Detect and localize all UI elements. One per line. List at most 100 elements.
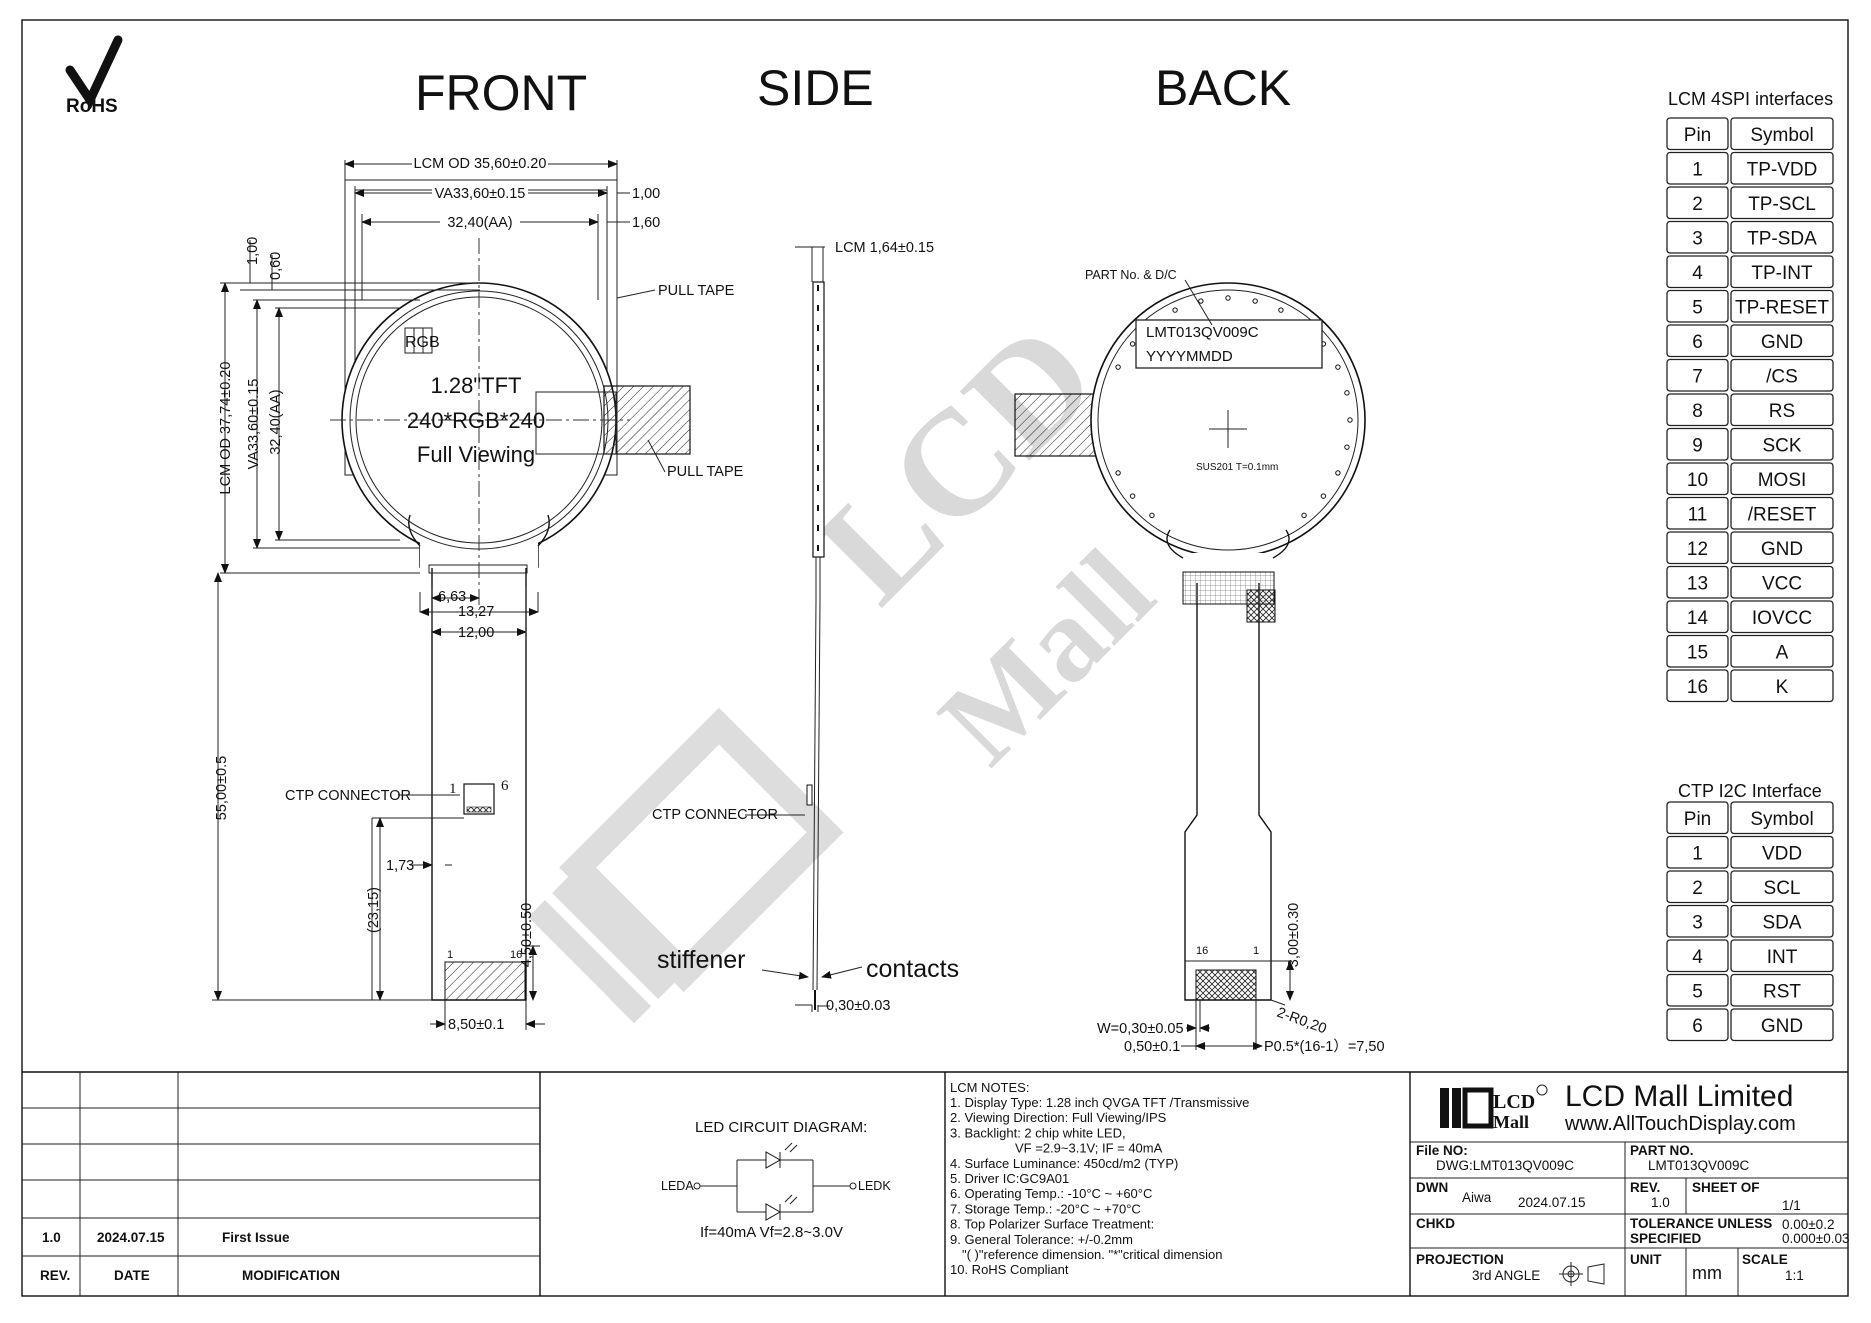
pin-number: 14 <box>1687 608 1709 629</box>
svg-text:Mall: Mall <box>1493 1112 1529 1132</box>
svg-text:16: 16 <box>1196 945 1208 957</box>
pin-number: 12 <box>1687 539 1708 560</box>
back-date-code: YYYYMMDD <box>1146 348 1233 365</box>
pin-symbol: MOSI <box>1758 470 1807 491</box>
view-title-back: BACK <box>1155 60 1291 116</box>
pin-number: 3 <box>1692 912 1703 933</box>
spi-table-title: LCM 4SPI interfaces <box>1668 89 1833 109</box>
pin-symbol: SCL <box>1764 878 1801 899</box>
tolerance-general: 0.00±0.2 <box>1782 1217 1834 1232</box>
svg-text:PART NO.: PART NO. <box>1630 1143 1694 1158</box>
i2c-table-title: CTP I2C Interface <box>1678 781 1822 801</box>
dim-23-15: (23,15) <box>366 887 382 933</box>
svg-text:UNIT: UNIT <box>1630 1252 1662 1267</box>
pin-symbol: INT <box>1767 947 1798 968</box>
view-title-side: SIDE <box>757 60 874 116</box>
dim-0-30: 0,30±0.03 <box>826 998 890 1014</box>
viewing-label: Full Viewing <box>417 442 535 467</box>
drawn-date: 2024.07.15 <box>1518 1195 1586 1210</box>
pin-symbol: SCK <box>1762 435 1801 456</box>
led-circuit-title: LED CIRCUIT DIAGRAM: <box>695 1119 867 1136</box>
pin-symbol: A <box>1776 642 1789 663</box>
svg-text:File NO:: File NO: <box>1416 1143 1468 1158</box>
modification-cell: First Issue <box>222 1230 290 1245</box>
rohs-logo: RoHS <box>65 35 123 117</box>
dim-12-00: 12,00 <box>458 625 494 641</box>
leda-label: LEDA <box>661 1179 694 1193</box>
date-header: DATE <box>114 1268 150 1283</box>
pin-number: 3 <box>1692 228 1703 249</box>
table-row: 9 SCK <box>1666 427 1834 461</box>
pin-symbol: VDD <box>1762 843 1802 864</box>
svg-text:SHEET OF: SHEET OF <box>1692 1180 1760 1195</box>
part-number: LMT013QV009C <box>1648 1158 1750 1173</box>
dim-pitch: P0.5*(16-1）=7,50 <box>1264 1038 1385 1055</box>
pin-symbol: TP-SCL <box>1748 194 1816 215</box>
pin-number: 7 <box>1692 366 1703 387</box>
dim-1-00: 1,00 <box>632 186 660 202</box>
dim-13-27: 13,27 <box>458 604 494 620</box>
dim-6-63: 6,63 <box>438 589 466 605</box>
dim-lcm-od-height: LCM OD 37,74±0.20 <box>218 362 234 495</box>
scale: 1:1 <box>1785 1268 1804 1283</box>
svg-text:RoHS: RoHS <box>66 96 118 117</box>
note-line: 10. RoHS Compliant <box>950 1262 1069 1277</box>
dim-0-60-vertical: 0,60 <box>268 252 284 280</box>
lcdmall-logo: LCD Mall <box>1440 1084 1548 1132</box>
dim-va-width: VA33,60±0.15 <box>435 186 526 202</box>
dim-1-73: 1,73 <box>386 858 414 874</box>
pin-symbol: RST <box>1763 981 1801 1002</box>
back-view: LMT013QV009C YYYYMMDD PART No. & D/C SUS… <box>1014 268 1385 1055</box>
rev-header: REV. <box>40 1268 70 1283</box>
note-line: 1. Display Type: 1.28 inch QVGA TFT /Tra… <box>950 1095 1249 1110</box>
pin-header: Pin <box>1684 125 1711 146</box>
rev-cell: 1.0 <box>42 1230 61 1245</box>
note-line: 2. Viewing Direction: Full Viewing/IPS <box>950 1110 1167 1125</box>
back-rivets <box>1115 295 1353 519</box>
note-line: 4. Surface Luminance: 450cd/m2 (TYP) <box>950 1156 1178 1171</box>
svg-text:6: 6 <box>501 778 509 794</box>
back-material-label: SUS201 T=0.1mm <box>1196 462 1278 473</box>
company-name: LCD Mall Limited <box>1565 1080 1793 1113</box>
pin-number: 9 <box>1692 435 1703 456</box>
date-cell: 2024.07.15 <box>97 1230 165 1245</box>
back-part-number: LMT013QV009C <box>1146 324 1259 341</box>
table-row: 2 TP-SCL <box>1666 186 1834 220</box>
pin-number: 5 <box>1692 297 1703 318</box>
pin-number: 2 <box>1692 194 1703 215</box>
pin-symbol: K <box>1776 677 1789 698</box>
pin-symbol: VCC <box>1762 573 1802 594</box>
led-circuit <box>693 1142 857 1221</box>
view-title-front: FRONT <box>415 65 587 121</box>
file-number: DWG:LMT013QV009C <box>1436 1158 1574 1173</box>
note-line: VF =2.9~3.1V; IF = 40mA <box>1015 1141 1163 1156</box>
display-size-label: 1.28"TFT <box>431 373 522 398</box>
dim-va-height: VA33,60±0.15 <box>246 379 262 470</box>
projection: 3rd ANGLE <box>1472 1268 1540 1283</box>
stiffener-label: stiffener <box>657 946 745 974</box>
notes-title: LCM NOTES: <box>950 1080 1029 1095</box>
pin-symbol: TP-RESET <box>1735 297 1829 318</box>
pin-number: 8 <box>1692 401 1703 422</box>
note-line: 9. General Tolerance: +/-0.2mm <box>950 1232 1133 1247</box>
table-row: 11/RESET <box>1666 496 1834 530</box>
tolerance-critical: 0.000±0.03 <box>1782 1231 1849 1246</box>
pin-number: 6 <box>1692 332 1703 353</box>
pin-number: 11 <box>1688 504 1708 525</box>
pin-symbol: /CS <box>1766 366 1798 387</box>
pin-symbol: TP-SDA <box>1747 228 1817 249</box>
pin-number: 13 <box>1687 573 1708 594</box>
svg-text:CHKD: CHKD <box>1416 1216 1455 1231</box>
